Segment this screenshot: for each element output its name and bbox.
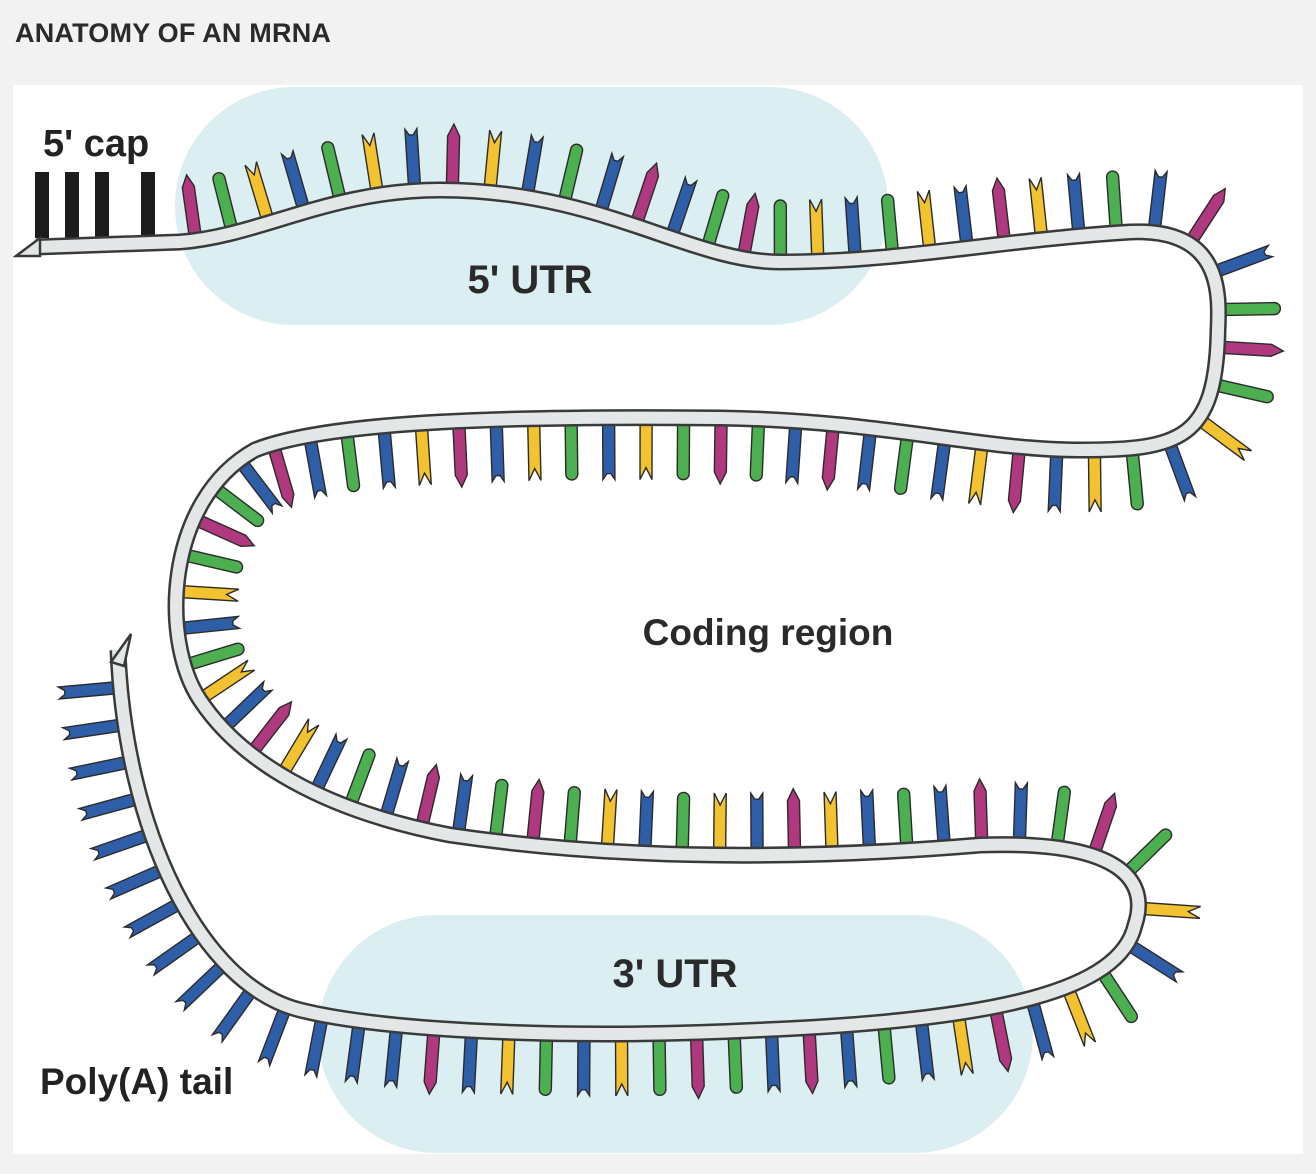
nucleotide-base bbox=[713, 417, 728, 486]
nucleotide-base bbox=[175, 584, 240, 602]
page-title: ANATOMY OF AN MRNA bbox=[15, 18, 332, 48]
nucleotide-base bbox=[821, 422, 841, 492]
nucleotide-base bbox=[786, 787, 802, 856]
nucleotide-base bbox=[1217, 301, 1282, 317]
nucleotide-base bbox=[1216, 340, 1285, 358]
mrna-diagram: 5' cap 5' UTR Coding region 3' UTR Poly(… bbox=[13, 87, 1285, 1153]
coding-region-label: Coding region bbox=[643, 612, 894, 653]
nucleotide-base bbox=[600, 788, 618, 853]
nucleotide-base bbox=[808, 198, 825, 263]
nucleotide-base bbox=[1066, 171, 1086, 238]
backbone-left-end bbox=[13, 235, 42, 258]
utr3-label: 3' UTR bbox=[612, 952, 737, 996]
nucleotide-base bbox=[1120, 828, 1173, 880]
nucleotide-base bbox=[1012, 780, 1029, 846]
nucleotide-base bbox=[749, 418, 766, 482]
nucleotide-base bbox=[675, 791, 691, 856]
nucleotide-base bbox=[1210, 377, 1274, 404]
nucleotide-base bbox=[639, 416, 653, 480]
nucleotide-base bbox=[893, 431, 915, 495]
nucleotide-base bbox=[576, 1033, 591, 1099]
nucleotide-base bbox=[727, 1030, 744, 1094]
mrna-backbone bbox=[35, 184, 1225, 1040]
nucleotide-base bbox=[1094, 965, 1139, 1024]
nucleotide-base bbox=[564, 417, 579, 481]
nucleotide-base bbox=[1105, 170, 1124, 235]
cap-bar bbox=[95, 172, 109, 238]
cap-label: 5' cap bbox=[43, 123, 149, 165]
nucleotide-base bbox=[1028, 177, 1049, 242]
nucleotide-base bbox=[880, 193, 900, 258]
nucleotide-base bbox=[181, 642, 245, 673]
nucleotide-base bbox=[339, 428, 361, 493]
nucleotide-base bbox=[700, 189, 730, 252]
diagram-panel: 5' cap 5' UTR Coding region 3' UTR Poly(… bbox=[13, 85, 1303, 1154]
nucleotide-base bbox=[377, 424, 397, 491]
nucleotide-base bbox=[538, 1032, 554, 1096]
nucleotide-base bbox=[179, 547, 244, 574]
nucleotide-base bbox=[1049, 785, 1071, 850]
nucleotide-base bbox=[414, 422, 432, 486]
nucleotide-base bbox=[488, 778, 509, 843]
nucleotide-base bbox=[208, 480, 265, 528]
nucleotide-base bbox=[676, 416, 691, 481]
nucleotide-base bbox=[764, 1028, 781, 1095]
polya-label: Poly(A) tail bbox=[40, 1061, 233, 1102]
nucleotide-bases bbox=[55, 122, 1285, 1101]
cap-bars bbox=[35, 172, 155, 238]
nucleotide-base bbox=[823, 791, 839, 855]
nucleotide-base bbox=[689, 1031, 705, 1101]
nucleotide-base bbox=[489, 418, 505, 485]
nucleotide-base bbox=[973, 777, 989, 846]
nucleotide-base bbox=[445, 122, 461, 191]
nucleotide-base bbox=[750, 790, 764, 856]
nucleotide-base bbox=[212, 172, 240, 236]
nucleotide-base bbox=[876, 1020, 896, 1085]
nucleotide-base bbox=[637, 788, 655, 855]
nucleotide-base bbox=[1125, 446, 1144, 511]
nucleotide-base bbox=[526, 417, 542, 482]
nucleotide-base bbox=[342, 748, 376, 811]
nucleotide-base bbox=[859, 787, 877, 854]
nucleotide-base bbox=[601, 416, 616, 482]
cap-bar bbox=[35, 172, 49, 238]
cap-bar bbox=[141, 172, 155, 238]
nucleotide-base bbox=[933, 783, 952, 849]
nucleotide-base bbox=[321, 141, 348, 205]
nucleotide-base bbox=[1087, 449, 1102, 513]
nucleotide-base bbox=[563, 786, 581, 850]
nucleotide-base bbox=[461, 1029, 479, 1096]
nucleotide-base bbox=[991, 176, 1012, 246]
nucleotide-base bbox=[1047, 448, 1064, 515]
nucleotide-base bbox=[500, 1031, 516, 1095]
nucleotide-base bbox=[773, 199, 788, 263]
nucleotide-base bbox=[525, 777, 545, 847]
nucleotide-base bbox=[712, 792, 727, 856]
nucleotide-base bbox=[451, 420, 468, 489]
nucleotide-base bbox=[1007, 445, 1027, 515]
nucleotide-base bbox=[1137, 901, 1201, 920]
utr5-label: 5' UTR bbox=[467, 258, 592, 302]
nucleotide-base bbox=[784, 419, 803, 486]
backbone-tail-end bbox=[108, 633, 133, 668]
cap-bar bbox=[65, 172, 79, 238]
nucleotide-base bbox=[896, 787, 914, 852]
nucleotide-base bbox=[556, 143, 584, 207]
nucleotide-base bbox=[652, 1032, 667, 1097]
